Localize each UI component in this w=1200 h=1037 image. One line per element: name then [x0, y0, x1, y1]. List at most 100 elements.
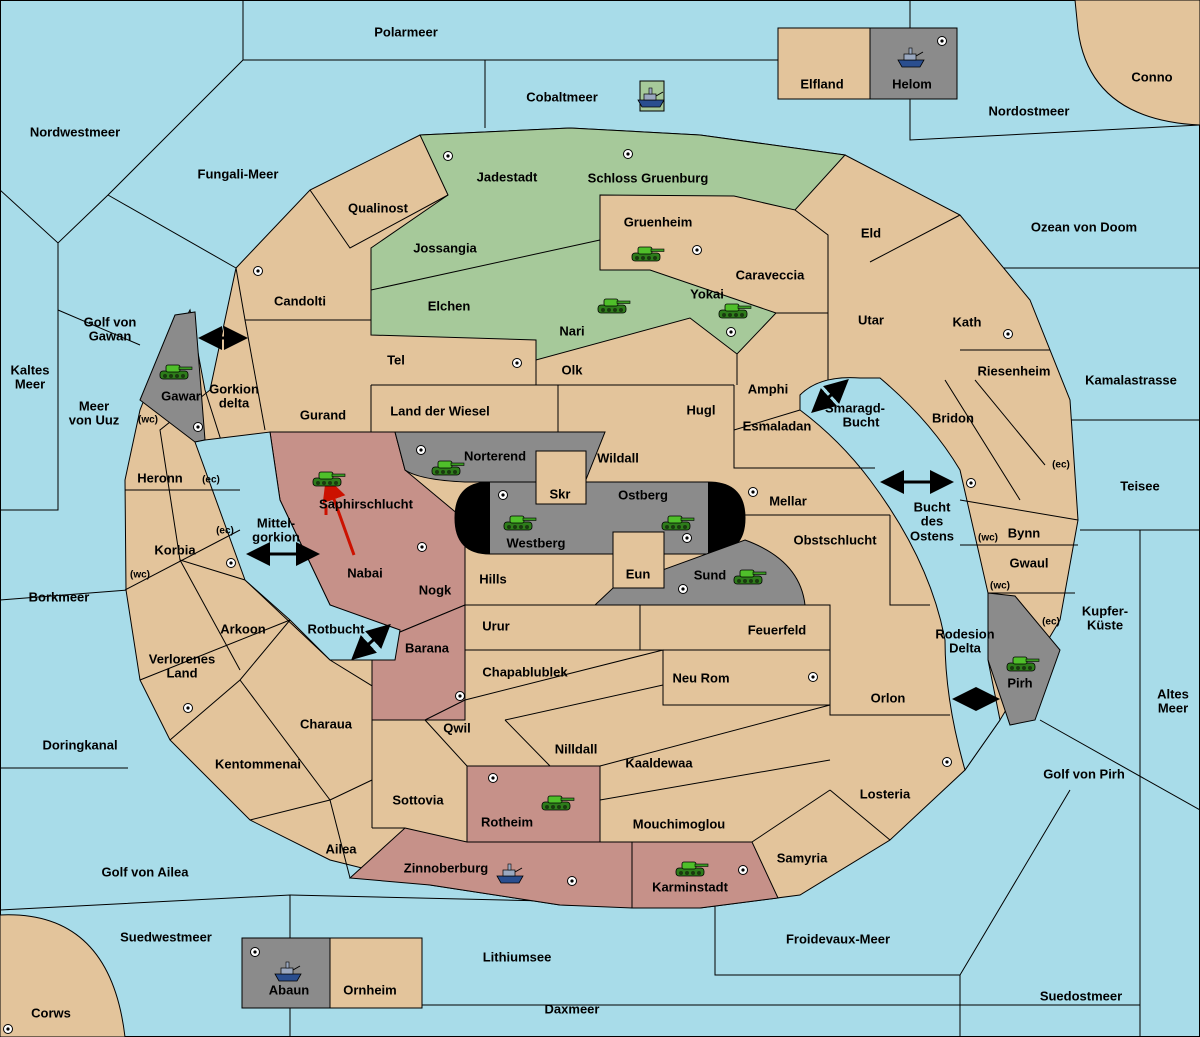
sea-label: von Uuz: [69, 412, 120, 427]
land-label: Qwil: [443, 720, 470, 735]
tunnel-west: [455, 482, 490, 554]
sea-label: Suedostmeer: [1040, 988, 1122, 1003]
sea-label: Teisee: [1120, 478, 1160, 493]
land-label: Ailea: [325, 841, 357, 856]
land-label: Korbia: [154, 542, 196, 557]
land-label: Elfland: [800, 76, 843, 91]
land-label: Rotheim: [481, 814, 533, 829]
land-label: Nilldall: [555, 741, 598, 756]
move-order-arrow[interactable]: [322, 476, 356, 556]
land-label: Hills: [479, 571, 506, 586]
land-label: Skr: [550, 486, 571, 501]
land-label: Gawar: [161, 388, 201, 403]
tunnel-east: [708, 482, 745, 554]
sea-label: Lithiumsee: [483, 949, 552, 964]
land-label: Mouchimoglou: [633, 816, 725, 831]
land-borders: [124, 189, 1079, 879]
adjacency-arrows: [198, 326, 1000, 711]
land-label: Esmaladan: [743, 418, 812, 433]
sea-label: Doringkanal: [42, 737, 117, 752]
land-label: Kaaldewaa: [625, 755, 693, 770]
sea-label: gorkion: [252, 529, 300, 544]
sea-label: Kaltes: [10, 362, 49, 377]
coast-labels: (wc) (ec) (ec) (wc) (ec) (wc) (wc) (ec): [130, 415, 1070, 628]
sea-label: Suedwestmeer: [120, 929, 212, 944]
sea-label: Rotbucht: [307, 621, 365, 636]
sea-label: Polarmeer: [374, 24, 438, 39]
land-label: Ostberg: [618, 487, 668, 502]
sea-label: des: [921, 513, 943, 528]
coast-label: (wc): [130, 570, 150, 581]
sea-label: Fungali-Meer: [198, 166, 279, 181]
coast-label: (ec): [1052, 460, 1070, 471]
sea-label: Rodesion: [935, 626, 994, 641]
sea-label: Cobaltmeer: [526, 89, 598, 104]
land-label: Verlorenes: [149, 651, 216, 666]
region-westberg-ostberg[interactable]: [454, 481, 746, 555]
region-corws[interactable]: [0, 914, 126, 1037]
sea-label: Golf von Ailea: [102, 864, 190, 879]
sea-label: Borkmeer: [29, 589, 90, 604]
land-label: Arkoon: [220, 621, 266, 636]
sea-label: Delta: [949, 640, 982, 655]
sea-label: Gorkion: [209, 381, 259, 396]
land-label: Nari: [559, 323, 584, 338]
land-label: Kath: [953, 314, 982, 329]
land-label: Schloss Gruenburg: [588, 170, 709, 185]
sea-labels: Polarmeer Cobaltmeer Nordwestmeer Fungal…: [10, 24, 1188, 1016]
land-label: Chapablublek: [482, 664, 568, 679]
sea-label: Meer: [1158, 700, 1188, 715]
land-label: Yokai: [690, 286, 724, 301]
sea-label: Smaragd-: [825, 400, 885, 415]
land-label: Obstschlucht: [793, 532, 877, 547]
land-label: Nogk: [419, 582, 452, 597]
land-label: Utar: [858, 312, 884, 327]
land-label: Barana: [405, 640, 450, 655]
sea-label: Daxmeer: [545, 1001, 600, 1016]
land-label: Conno: [1131, 69, 1172, 84]
region-ornheim[interactable]: [329, 937, 423, 1009]
land-label: Gurand: [300, 407, 346, 422]
land-label: Gruenheim: [624, 214, 693, 229]
region-elfland[interactable]: [777, 27, 871, 100]
coast-label: (ec): [216, 526, 234, 537]
sea-label: Meer: [79, 398, 109, 413]
region-rotheim[interactable]: [466, 765, 601, 843]
land-label: Sund: [694, 567, 727, 582]
land-label: Orlon: [871, 690, 906, 705]
coast-label: (ec): [202, 475, 220, 486]
coast-label: (wc): [138, 415, 158, 426]
region-karminstadt[interactable]: [631, 841, 779, 909]
land-label: Gwaul: [1009, 555, 1048, 570]
land-label: Abaun: [269, 982, 310, 997]
land-label: Mellar: [769, 493, 807, 508]
land-label: Wildall: [597, 450, 639, 465]
sea-label: Gawan: [89, 328, 132, 343]
land-labels: Conno Elfland Helom Jadestadt Schloss Gr…: [31, 69, 1173, 1020]
region-skr[interactable]: [535, 450, 587, 505]
land-label: Land der Wiesel: [390, 403, 490, 418]
land-label: Kentommenai: [215, 756, 301, 771]
land-label: Corws: [31, 1005, 71, 1020]
coast-label: (wc): [978, 533, 998, 544]
land-label: Bynn: [1008, 525, 1041, 540]
land-label: Caraveccia: [736, 267, 805, 282]
sea-label: Bucht: [914, 499, 952, 514]
sea-label: Ozean von Doom: [1031, 219, 1137, 234]
sea-label: Altes: [1157, 686, 1189, 701]
land-label: Samyria: [777, 850, 828, 865]
land-label: Riesenheim: [978, 363, 1051, 378]
coast-label: (wc): [990, 581, 1010, 592]
land-label: Zinnoberburg: [404, 860, 489, 875]
region-eun[interactable]: [612, 531, 665, 589]
sea-label: Golf von Pirh: [1043, 766, 1125, 781]
region-zinnoberburg[interactable]: [348, 827, 633, 909]
land-label: Elchen: [428, 298, 471, 313]
sea-label: Nordostmeer: [989, 103, 1070, 118]
sea-label: Froidevaux-Meer: [786, 931, 890, 946]
land-label: Karminstadt: [652, 879, 729, 894]
land-label: Urur: [482, 618, 509, 633]
region-sund[interactable]: [593, 539, 806, 606]
region-conno[interactable]: [1074, 0, 1200, 126]
